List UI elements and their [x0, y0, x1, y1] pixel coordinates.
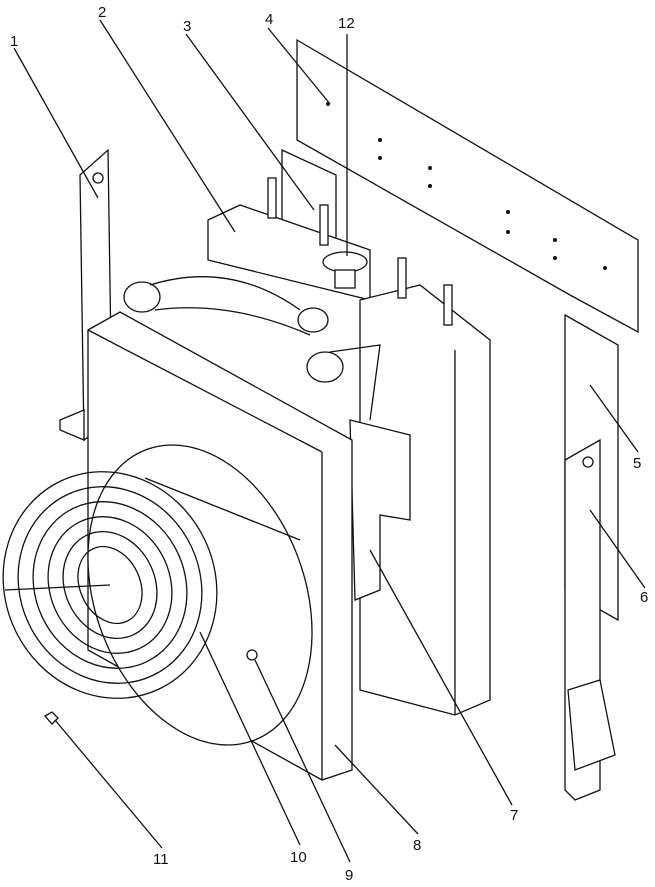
callout-5: 5 [633, 455, 641, 472]
part-10-fan-guard [2, 471, 218, 699]
callout-3: 3 [183, 18, 191, 35]
fan-ring [87, 444, 313, 746]
callout-11: 11 [153, 851, 169, 868]
callout-10: 10 [290, 849, 307, 866]
callout-2: 2 [98, 4, 106, 21]
callout-6: 6 [640, 589, 648, 606]
part-4-plate [296, 38, 639, 334]
callout-12: 12 [338, 15, 355, 32]
callout-8: 8 [413, 837, 421, 854]
part-11-bolt [43, 711, 59, 725]
part-9-bolt [246, 649, 258, 661]
part-12-cap [322, 251, 368, 273]
callout-7: 7 [510, 807, 518, 824]
callout-9: 9 [345, 867, 353, 884]
plate-holes [326, 102, 607, 270]
callout-1: 1 [10, 33, 18, 50]
leader-lines [13, 19, 646, 863]
callout-4: 4 [265, 11, 273, 28]
part-7-shroud [349, 419, 411, 601]
part-2-radiator [207, 204, 371, 301]
